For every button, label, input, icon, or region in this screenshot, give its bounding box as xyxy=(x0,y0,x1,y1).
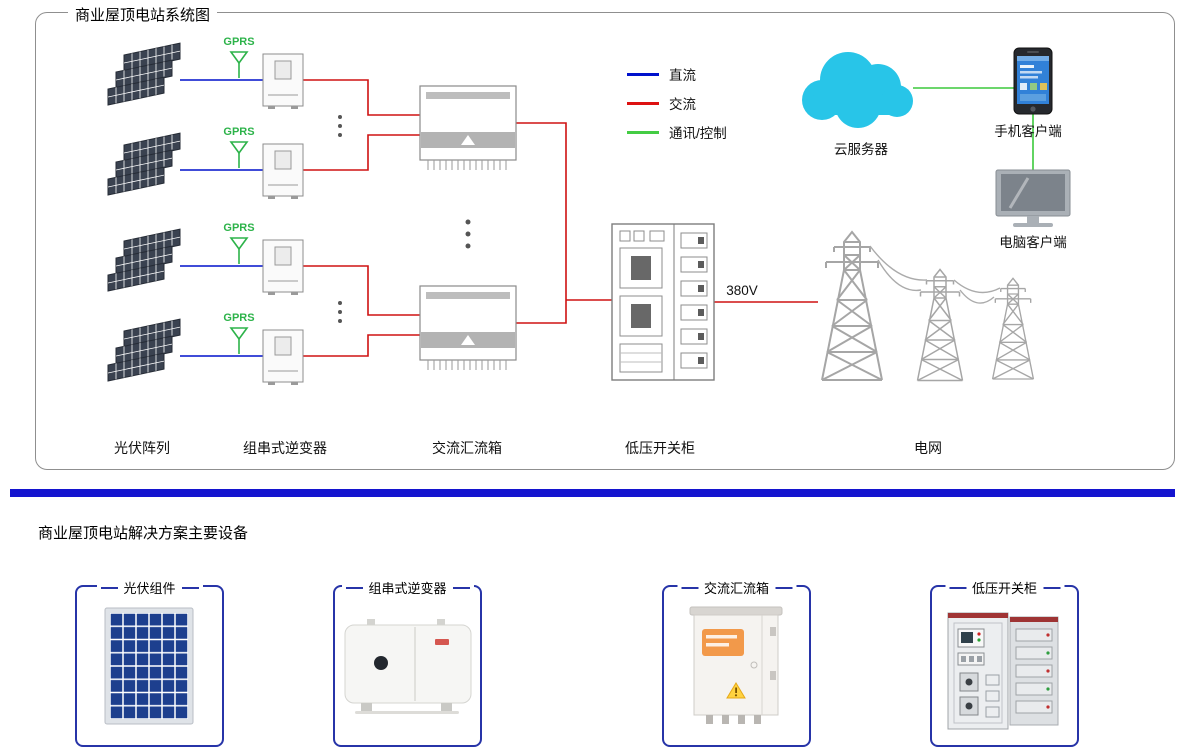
inverter-icon-1 xyxy=(262,53,304,110)
tab-line-left xyxy=(100,586,118,589)
pv-array-4 xyxy=(108,319,180,381)
legend-label-ac: 交流 xyxy=(669,97,696,112)
comm-lines xyxy=(913,87,1034,170)
power-tower-icon-1 xyxy=(821,231,883,381)
section-divider xyxy=(10,489,1175,497)
card-label-switchgear: 低压开关柜 xyxy=(971,581,1038,596)
gprs-label-3: GPRS xyxy=(223,222,255,234)
ac-lines xyxy=(303,79,818,357)
switch-cabinet-icon xyxy=(611,223,715,381)
more-inverters-dots-2 xyxy=(338,301,342,323)
dc-line-swatch xyxy=(627,72,659,76)
label-grid: 电网 xyxy=(914,440,942,456)
legend-row-comm: 通讯/控制 xyxy=(627,124,727,141)
cabinet-left-section xyxy=(947,612,1009,730)
label-switchgear: 低压开关柜 xyxy=(625,440,695,456)
more-combiners-dots xyxy=(465,219,471,249)
pv-array-3 xyxy=(108,229,180,291)
gprs-antenna-icon-2 xyxy=(230,141,248,169)
ac-line-inv3 xyxy=(303,265,420,316)
inverter-icon-4 xyxy=(262,329,304,386)
tab-line-right xyxy=(452,586,470,589)
pv-array-2 xyxy=(108,133,180,195)
combiner-box-icon-1 xyxy=(419,85,517,171)
system-diagram-canvas xyxy=(0,0,1071,386)
gprs-label-4: GPRS xyxy=(223,312,255,324)
diagram-title: 商业屋顶电站系统图 xyxy=(68,4,218,25)
inverter-icon-2 xyxy=(262,143,304,200)
gprs-antenna-icon-4 xyxy=(230,327,248,355)
legend-row-ac: 交流 xyxy=(627,95,727,112)
legend: 直流 交流 通讯/控制 xyxy=(627,66,727,141)
tab-line-left xyxy=(948,586,966,589)
equipment-card-switchgear: 低压开关柜 xyxy=(930,578,1079,747)
card-tab-switchgear: 低压开关柜 xyxy=(944,578,1065,597)
legend-row-dc: 直流 xyxy=(627,66,727,83)
voltage-label: 380V xyxy=(726,283,758,298)
equipment-card-pv-module: 光伏组件 xyxy=(75,578,224,747)
comm-line-swatch xyxy=(627,130,659,134)
gprs-label-2: GPRS xyxy=(223,126,255,138)
tab-line-right xyxy=(181,586,199,589)
dc-lines xyxy=(180,79,263,357)
label-inverter: 组串式逆变器 xyxy=(243,440,327,456)
ac-line-inv1 xyxy=(303,79,420,116)
power-wires xyxy=(869,245,1001,304)
pv-array-1 xyxy=(108,43,180,105)
combiner-box-image xyxy=(689,606,783,724)
phone-label: 手机客户端 xyxy=(994,124,1062,139)
card-label-pv-module: 光伏组件 xyxy=(123,581,176,596)
tab-line-left xyxy=(345,586,363,589)
card-label-combiner: 交流汇流箱 xyxy=(703,581,770,596)
gprs-antenna-icon-1 xyxy=(230,51,248,79)
diagram-panel xyxy=(35,12,1175,470)
tab-line-right xyxy=(775,586,793,589)
switchgear-image xyxy=(947,612,1059,730)
legend-label-dc: 直流 xyxy=(669,68,696,83)
card-tab-combiner: 交流汇流箱 xyxy=(676,578,797,597)
ac-line-swatch xyxy=(627,101,659,105)
tab-line-left xyxy=(680,586,698,589)
card-tab-pv-module: 光伏组件 xyxy=(96,578,203,597)
pc-label: 电脑客户端 xyxy=(999,235,1067,250)
equipment-card-combiner: 交流汇流箱 xyxy=(662,578,811,747)
ac-line-inv2 xyxy=(303,134,420,171)
ac-line-inv4 xyxy=(303,334,420,357)
gprs-label-1: GPRS xyxy=(223,36,255,48)
gprs-antenna-icon-3 xyxy=(230,237,248,265)
power-tower-icon-3 xyxy=(991,277,1035,380)
tab-line-right xyxy=(1043,586,1061,589)
cloud-label: 云服务器 xyxy=(834,142,888,157)
cloud-icon xyxy=(802,52,913,128)
card-tab-inverter: 组串式逆变器 xyxy=(341,578,474,597)
inverter-icon-3 xyxy=(262,239,304,296)
more-inverters-dots-1 xyxy=(338,115,342,137)
equipment-card-inverter: 组串式逆变器 xyxy=(333,578,482,747)
power-tower-icon-2 xyxy=(916,268,964,382)
label-combiner: 交流汇流箱 xyxy=(432,440,502,456)
combiner-box-icon-2 xyxy=(419,285,517,371)
solution-title: 商业屋顶电站解决方案主要设备 xyxy=(38,525,249,542)
phone-icon xyxy=(1013,47,1053,115)
pv-module-image xyxy=(104,607,194,725)
legend-label-comm: 通讯/控制 xyxy=(669,126,727,141)
label-pv-array: 光伏阵列 xyxy=(114,440,170,456)
cabinet-right-section xyxy=(1009,616,1059,726)
inverter-image xyxy=(344,619,472,714)
ac-line-combiners xyxy=(516,122,567,324)
card-label-inverter: 组串式逆变器 xyxy=(368,581,447,596)
pc-monitor-icon xyxy=(995,169,1071,227)
